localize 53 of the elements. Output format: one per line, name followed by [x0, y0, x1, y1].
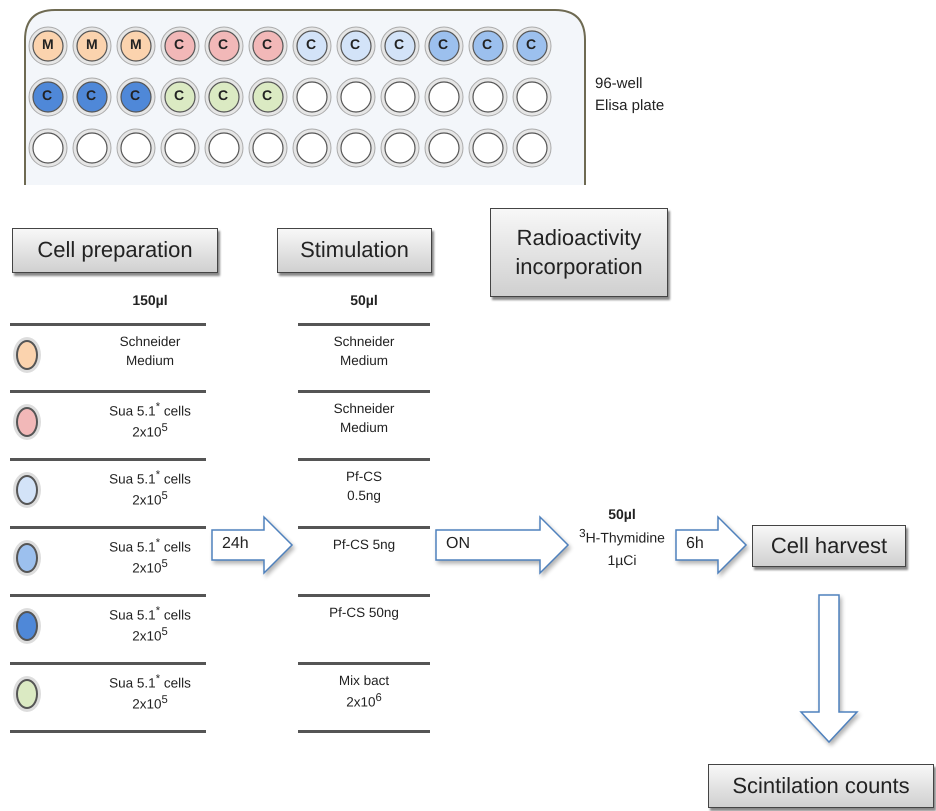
step-title: Radioactivity incorporation [514, 224, 644, 281]
well-letter: C [482, 36, 492, 52]
well-letter: C [306, 36, 316, 52]
well-contents: Sua 5.1$^{*}$ cells 2x10$^{5}$ [108, 672, 192, 714]
well-letter: C [526, 36, 536, 52]
step-title: Scintilation counts [731, 772, 911, 800]
edge-label: ON [446, 535, 470, 553]
well-letter: C [218, 36, 228, 52]
reagent-text: $^{3}$H-Thymidine [578, 526, 666, 548]
well-letter: C [130, 87, 140, 103]
well-letter: C [394, 36, 404, 52]
block-arrow [435, 515, 570, 575]
step-box [490, 208, 668, 297]
well-letter: C [350, 36, 360, 52]
block-arrow [799, 594, 859, 744]
well-letter: C [174, 87, 184, 103]
step-box [708, 764, 934, 808]
well-contents: Schneider Medium [332, 400, 396, 437]
well-contents: Sua 5.1$^{*}$ cells 2x10$^{5}$ [108, 468, 192, 510]
well-contents: Sua 5.1$^{*}$ cells 2x10$^{5}$ [108, 604, 192, 646]
well-letter: M [86, 36, 98, 52]
plate-caption: 96-well Elisa plate [595, 74, 666, 116]
well-contents: Schneider Medium [118, 333, 182, 370]
well-letter: M [130, 36, 142, 52]
volume-heading: 150µl [131, 292, 169, 308]
well-letter: C [42, 87, 52, 103]
well-contents: Pf-CS 5ng [332, 536, 396, 554]
block-arrow [211, 515, 294, 575]
step-title: Cell preparation [36, 236, 194, 264]
step-box [277, 228, 432, 273]
well-letter: C [218, 87, 228, 103]
well-contents: Schneider Medium [332, 333, 396, 370]
reagent-text: 1µCi [606, 551, 638, 570]
well-contents: Sua 5.1$^{*}$ cells 2x10$^{5}$ [108, 400, 192, 442]
well-letter: C [262, 36, 272, 52]
reagent-text: 50µl [607, 505, 637, 524]
well-contents: Pf-CS 50ng [329, 604, 399, 622]
well-contents: Sua 5.1$^{*}$ cells 2x10$^{5}$ [108, 536, 192, 578]
well-letter: C [86, 87, 96, 103]
edge-label: 24h [222, 535, 249, 553]
volume-heading: 50µl [349, 292, 379, 308]
step-title: Cell harvest [770, 532, 888, 560]
well-letter: C [438, 36, 448, 52]
step-box [752, 525, 906, 567]
well-contents: Mix bact 2x10$^{6}$ [338, 672, 390, 712]
well-letter: C [174, 36, 184, 52]
step-box [12, 228, 218, 273]
well-contents: Pf-CS 0.5ng [344, 468, 383, 505]
well-letter: M [42, 36, 54, 52]
step-title: Stimulation [299, 236, 410, 264]
block-arrow [675, 515, 748, 575]
edge-label: 6h [686, 535, 704, 553]
well-letter: C [262, 87, 272, 103]
